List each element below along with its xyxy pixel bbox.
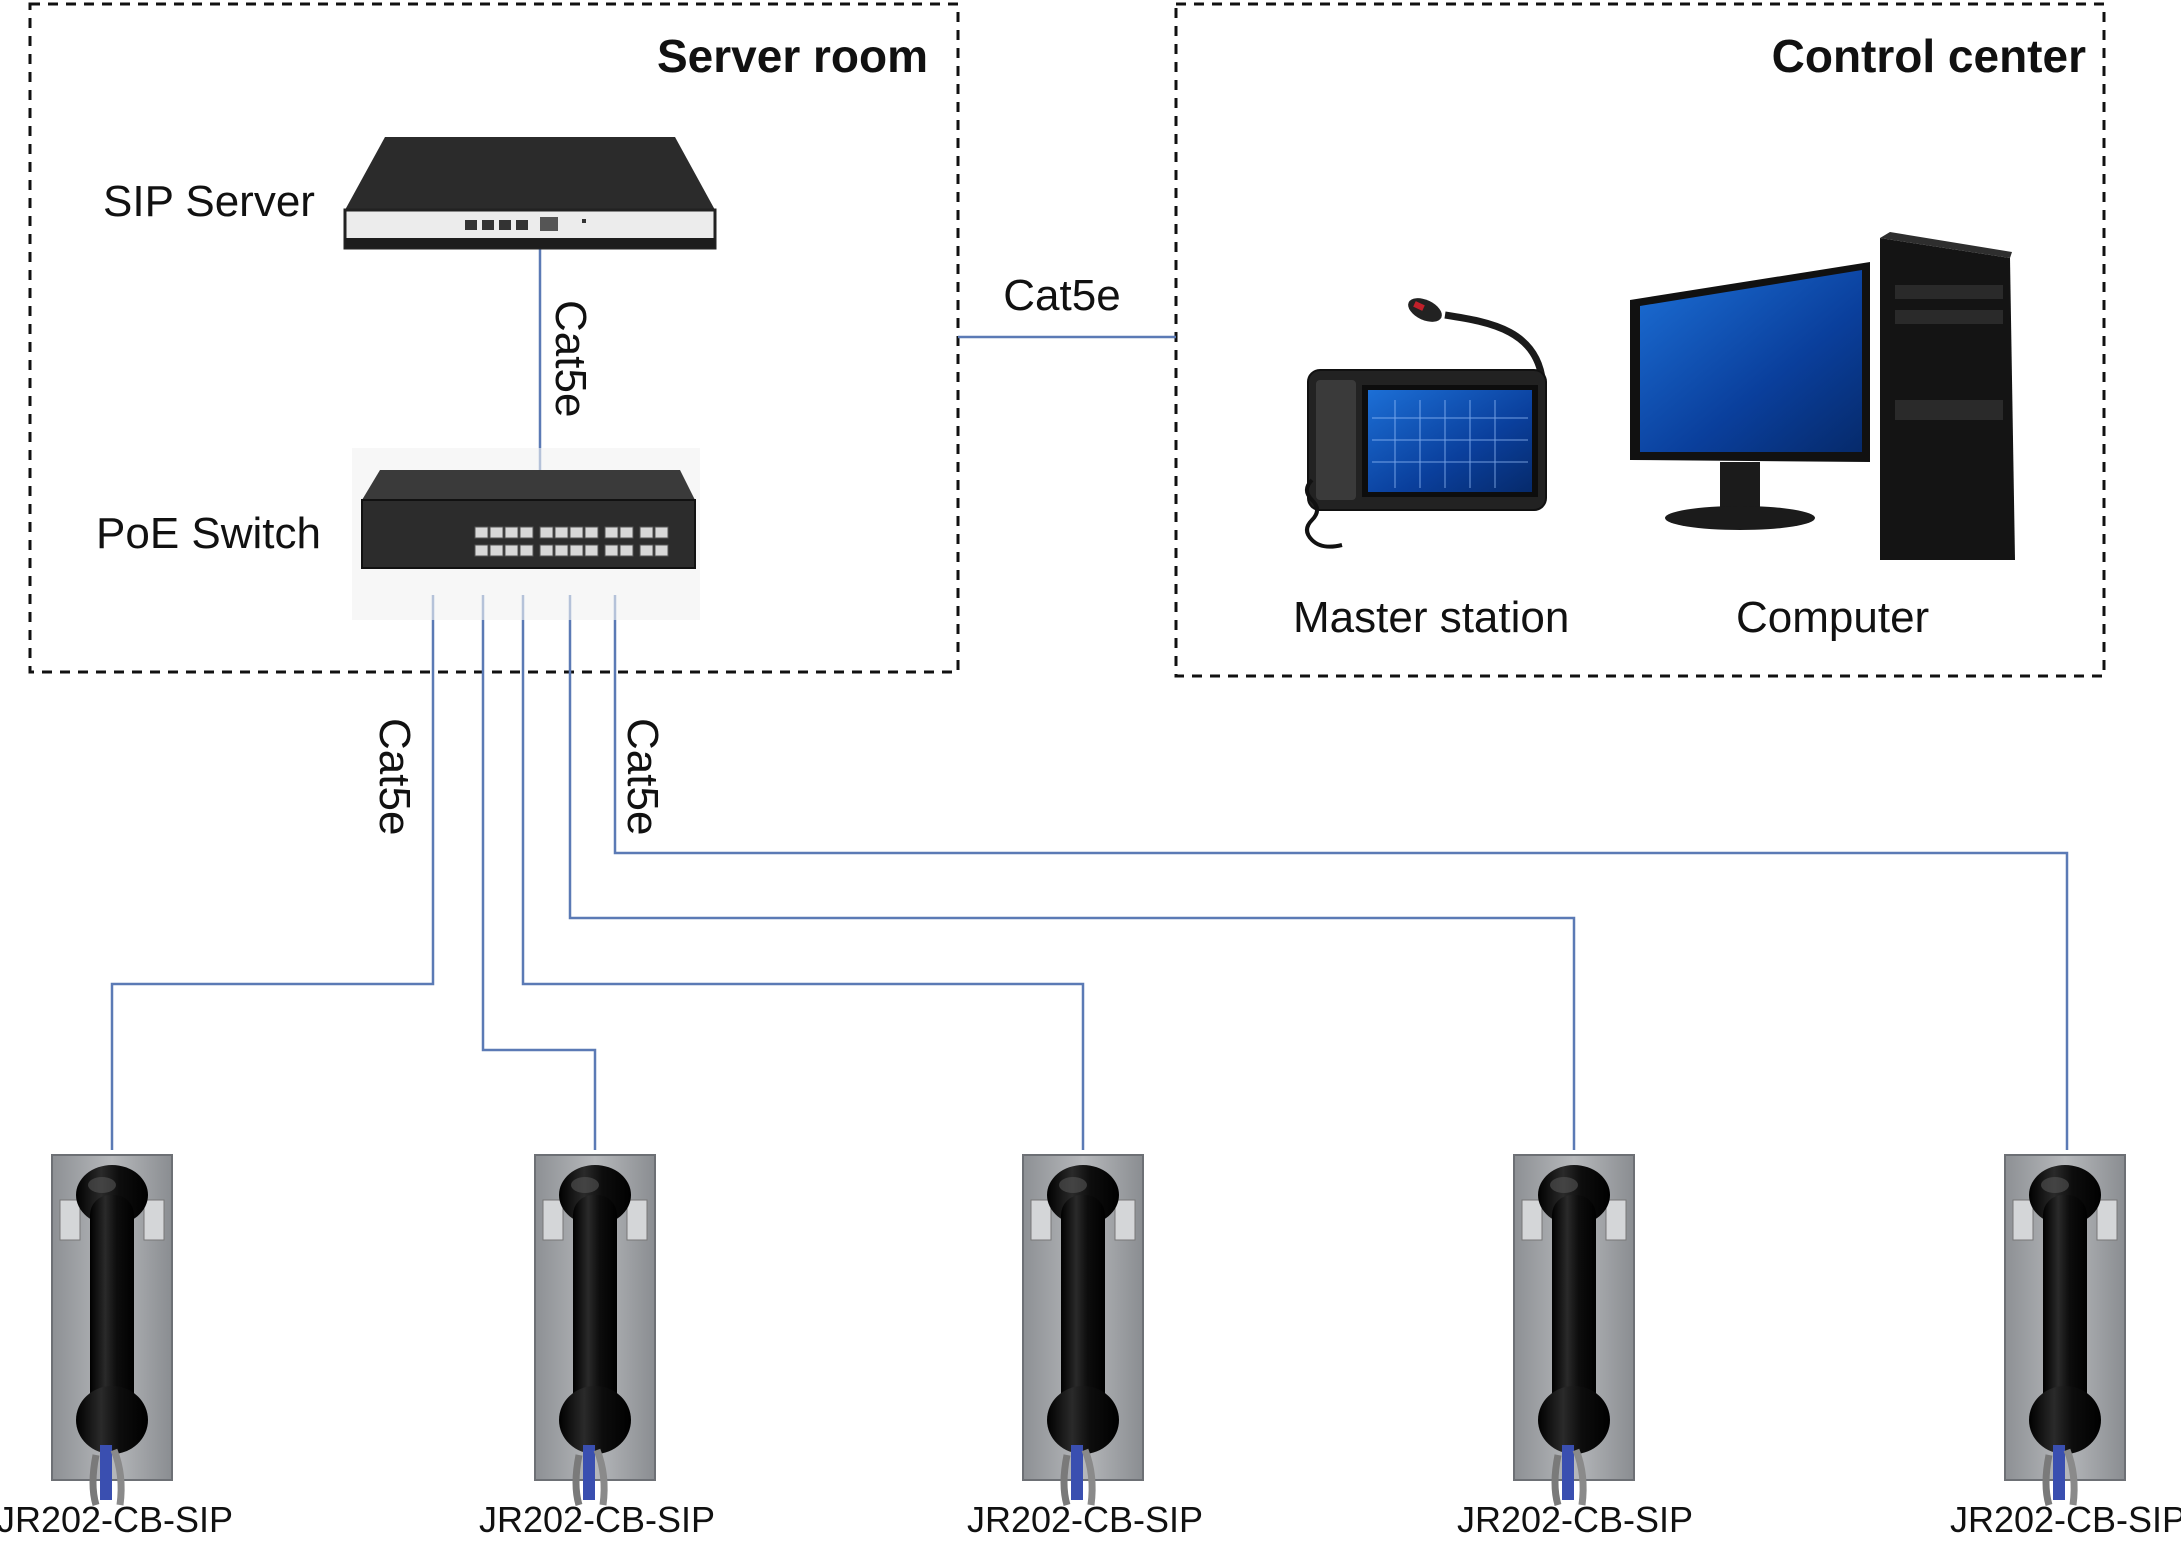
poe-switch-label: PoE Switch (96, 509, 321, 558)
wires (110, 238, 2069, 1150)
phone-3: JR202-CB-SIP (967, 1155, 1203, 1540)
network-switch-icon (352, 448, 700, 620)
master-station-icon (1305, 298, 1547, 549)
computer: Computer (1630, 232, 2015, 642)
cable-label-server-room-control: Cat5e (1003, 271, 1120, 320)
wire-phone-2 (481, 595, 597, 1150)
master-station-label: Master station (1293, 593, 1569, 642)
phone-label: JR202-CB-SIP (479, 1499, 715, 1540)
sip-server: SIP Server (103, 137, 717, 250)
phone-icon (1023, 1155, 1143, 1505)
wire-phone-5 (613, 595, 2069, 1150)
phone-4: JR202-CB-SIP (1457, 1155, 1693, 1540)
server-room-title: Server room (657, 30, 928, 82)
phone-icon (535, 1155, 655, 1505)
phone-label: JR202-CB-SIP (967, 1499, 1203, 1540)
phone-icon (1514, 1155, 1634, 1505)
phone-label: JR202-CB-SIP (0, 1499, 233, 1540)
control-center-title: Control center (1772, 30, 2086, 82)
phone-icon (52, 1155, 172, 1505)
rack-server-icon (343, 137, 717, 250)
phone-label: JR202-CB-SIP (1950, 1499, 2181, 1540)
wire-phone-3 (521, 595, 1085, 1150)
master-station: Master station (1293, 298, 1569, 642)
phone-1: JR202-CB-SIP (0, 1155, 233, 1540)
cable-label-phones-right: Cat5e (618, 718, 667, 835)
control-center-zone (1174, 2, 2106, 678)
phone-label: JR202-CB-SIP (1457, 1499, 1693, 1540)
desktop-computer-icon (1630, 232, 2015, 560)
poe-switch: PoE Switch (96, 448, 700, 620)
cable-label-server-switch: Cat5e (546, 300, 595, 417)
phones: JR202-CB-SIP JR202-CB-SIP JR202-CB-SIP J… (0, 1155, 2181, 1540)
phone-icon (2005, 1155, 2125, 1505)
phone-5: JR202-CB-SIP (1950, 1155, 2181, 1540)
wire-phone-4 (568, 595, 1576, 1150)
computer-label: Computer (1736, 593, 1929, 642)
phone-2: JR202-CB-SIP (479, 1155, 715, 1540)
sip-server-label: SIP Server (103, 177, 315, 226)
wire-phone-1 (110, 595, 435, 1150)
cable-label-phones-left: Cat5e (370, 718, 419, 835)
